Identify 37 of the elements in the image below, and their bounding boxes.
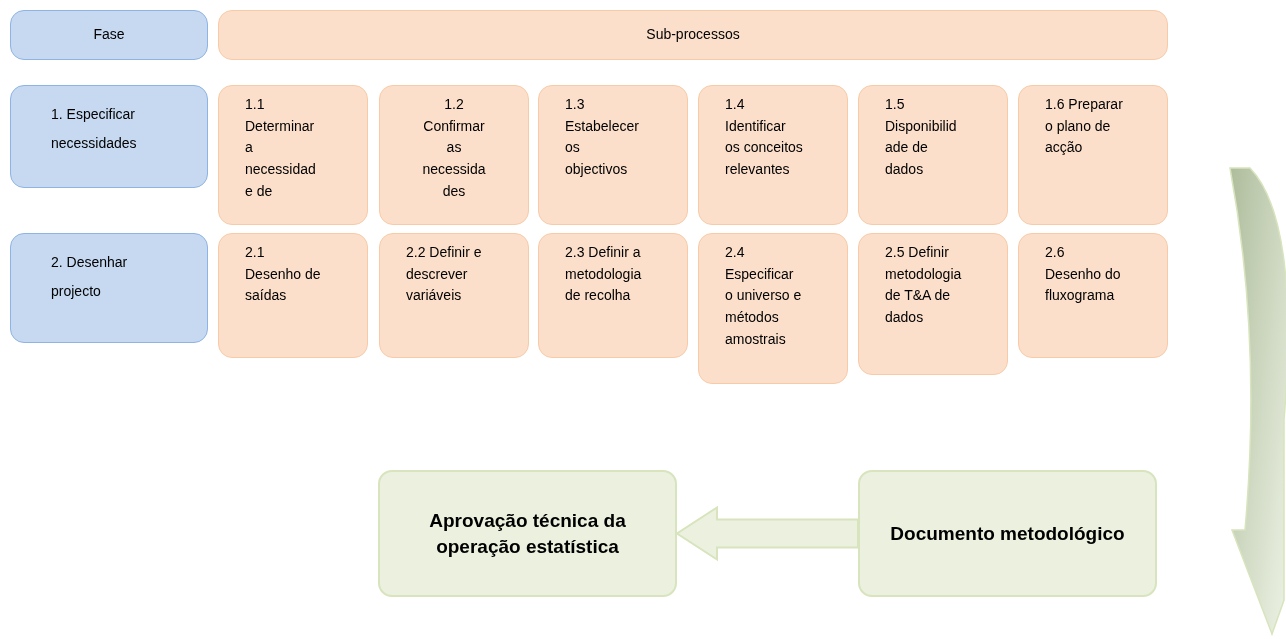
subprocess-box <box>218 233 368 358</box>
subprocess-box <box>1018 85 1168 225</box>
block-arrow <box>675 505 859 562</box>
phase-box <box>10 10 208 60</box>
box-label: 2.5 Definir metodologia de T&A de dados <box>885 243 963 328</box>
phase-box <box>10 85 208 188</box>
subprocess-box <box>379 85 529 225</box>
subprocess-box <box>858 233 1008 375</box>
box-title: Documento metodológico <box>890 521 1125 546</box>
box-label: 1.6 Preparar o plano de acção <box>1045 95 1123 158</box>
box-label: 1.5 Disponibilidade de dados <box>885 95 958 180</box>
phase-box <box>10 233 208 343</box>
subprocess-box <box>379 233 529 358</box>
box-label: 1.1 Determinar a necessidade de <box>245 95 317 201</box>
box-label: 2.2 Definir e descrever variáveis <box>406 243 483 306</box>
subprocess-box <box>218 85 368 225</box>
subprocess-box <box>1018 233 1168 358</box>
box-label: 2.4 Especificar o universo e métodos amostrais <box>725 243 803 349</box>
box-label: 1.3 Estabelecer os objectivos <box>565 95 640 180</box>
box-label: 2.3 Definir a metodologia de recolha <box>565 243 643 306</box>
box-label: 1. Especificar necessidades <box>51 105 138 154</box>
output-box <box>378 470 677 597</box>
box-label: 1.2 Confirmar as necessidades <box>421 95 487 201</box>
subprocess-box <box>858 85 1008 225</box>
box-label: 1.4 Identificar os conceitos relevantes <box>725 95 803 180</box>
box-label: 2. Desenhar projecto <box>51 253 129 302</box>
box-label: 2.6 Desenho do fluxograma <box>1045 243 1122 306</box>
box-label: 2.1 Desenho de saídas <box>245 243 322 306</box>
output-box <box>858 470 1157 597</box>
box-label: Sub-processos <box>646 25 740 45</box>
subprocess-box <box>538 85 688 225</box>
subprocess-box <box>218 10 1168 60</box>
box-label: Fase <box>93 25 125 45</box>
subprocess-box <box>698 233 848 384</box>
subprocess-box <box>538 233 688 358</box>
box-title: Aprovação técnica da operação estatística <box>428 508 627 559</box>
subprocess-box <box>698 85 848 225</box>
